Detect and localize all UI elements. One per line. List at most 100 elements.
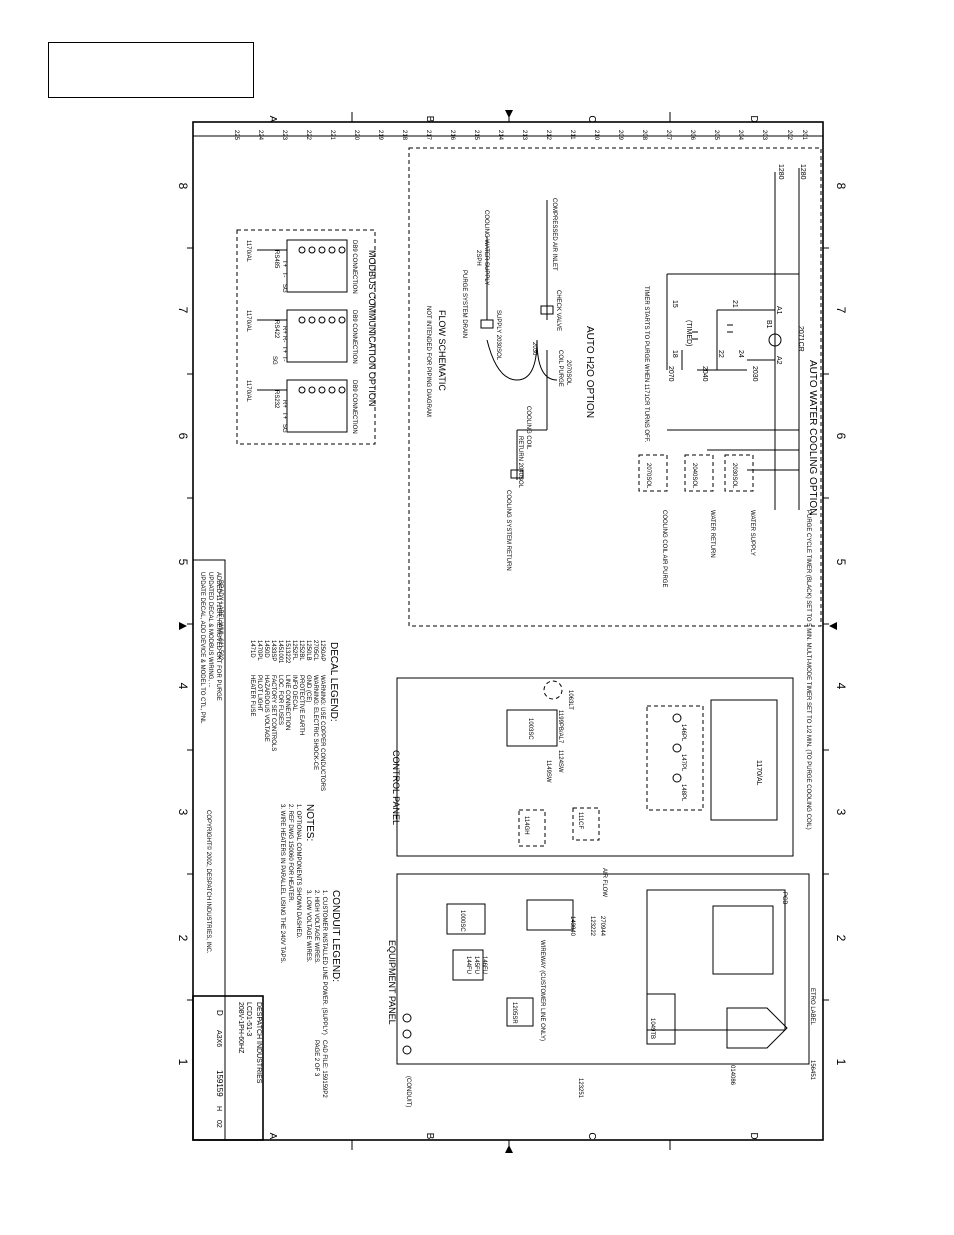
114gh-label: 114GH	[523, 816, 529, 835]
svg-text:1170/AL: 1170/AL	[245, 240, 251, 263]
svg-text:ADDED 1171CR, REMOVED CKT FOR: ADDED 1171CR, REMOVED CKT FOR PURGE	[215, 572, 221, 701]
center-arrow-top	[505, 110, 513, 118]
border-ticks	[187, 112, 829, 1150]
flow-note: NOT INTENDED FOR PIPING DIAGRAM	[425, 306, 431, 417]
center-arrow-right	[829, 622, 837, 630]
control-panel-parts: 1199PB/AL7 1124SW 1149SW	[545, 710, 563, 783]
title-block	[192, 995, 264, 1141]
svg-text:270944: 270944	[599, 916, 605, 937]
svg-text:SG: SG	[271, 356, 277, 365]
modbus-box	[236, 229, 376, 445]
svg-text:207: 207	[665, 130, 671, 141]
center-arrow-bottom	[505, 1145, 513, 1153]
svg-text:145FU: 145FU	[473, 956, 479, 974]
svg-text:222: 222	[305, 130, 311, 141]
svg-text:2SPH: 2SPH	[475, 250, 481, 266]
pcb-label: PCB	[781, 892, 787, 904]
air-flow-box	[572, 807, 600, 841]
svg-text:A: A	[267, 116, 278, 123]
svg-text:1: 1	[834, 1059, 848, 1066]
svg-text:1450D: 1450D	[263, 640, 269, 658]
svg-text:1513222: 1513222	[284, 640, 290, 664]
svg-text:3: 3	[834, 809, 848, 816]
svg-text:21: 21	[731, 300, 738, 308]
equipment-panel-outline	[396, 873, 810, 1065]
svg-text:A1: A1	[775, 306, 782, 315]
brady-label: BRADY LABEL WML-611-502	[217, 580, 223, 661]
terminal-block-label: 1049TB	[649, 1018, 655, 1039]
equipment-panel-label: EQUIPMENT PANEL	[387, 940, 397, 1025]
svg-text:1280: 1280	[777, 164, 784, 180]
svg-text:2070SOL: 2070SOL	[645, 463, 651, 489]
svg-text:7: 7	[176, 307, 190, 314]
svg-text:COOLING COIL AIR PURGE: COOLING COIL AIR PURGE	[661, 510, 667, 587]
svg-text:3. LOW VOLTAGE WIRES.: 3. LOW VOLTAGE WIRES.	[305, 890, 311, 963]
center-arrow-left	[179, 622, 187, 630]
svg-text:1252BL: 1252BL	[298, 640, 304, 661]
svg-text:5: 5	[834, 559, 848, 566]
svg-text:1. OPTIONAL COMPONENTS SHOWN D: 1. OPTIONAL COMPONENTS SHOWN DASHED.	[295, 804, 301, 939]
svg-text:2040SOL: 2040SOL	[691, 463, 697, 489]
svg-text:PURGE SYSTEM DRAIN: PURGE SYSTEM DRAIN	[461, 270, 467, 338]
svg-text:1252FL: 1252FL	[291, 640, 297, 661]
svg-text:LOC. FOR FUSES: LOC. FOR FUSES	[277, 675, 283, 725]
drawing-scale: A3X6	[215, 1030, 222, 1047]
wiring-diagram: .ln { stroke:#000; stroke-width:1; fill:…	[176, 110, 848, 1153]
svg-text:2070SOL: 2070SOL	[565, 360, 571, 386]
svg-text:WATER RETURN: WATER RETURN	[709, 510, 715, 558]
copyright: COPYRIGHT© 2002, DESPATCH INDUSTRIES, IN…	[205, 810, 212, 954]
svg-text:2. HIGH VOLTAGE WIRES.: 2. HIGH VOLTAGE WIRES.	[313, 890, 319, 964]
svg-text:1170/AL: 1170/AL	[245, 380, 251, 403]
svg-text:PURGE CYCLE TIMER (BLACK) SET: PURGE CYCLE TIMER (BLACK) SET TO 5 MIN. …	[805, 510, 811, 830]
terminal-block	[646, 993, 676, 1045]
svg-text:206: 206	[689, 130, 695, 141]
flow-title: FLOW SCHEMATIC	[437, 310, 447, 391]
114gh-box	[518, 809, 546, 847]
svg-text:123222: 123222	[589, 916, 595, 937]
svg-text:2030SOL: 2030SOL	[731, 463, 737, 489]
svg-text:(TIMED): (TIMED)	[685, 320, 692, 346]
svg-text:7: 7	[834, 307, 848, 314]
svg-text:24: 24	[737, 350, 744, 358]
svg-text:1280: 1280	[799, 164, 806, 180]
svg-text:1250LB: 1250LB	[305, 640, 311, 661]
cooling-ladder	[638, 168, 800, 510]
svg-text:B1: B1	[765, 320, 772, 329]
svg-text:2071CR: 2071CR	[797, 326, 804, 352]
svg-text:B: B	[424, 116, 435, 123]
air-flow-tag: 111CF	[577, 812, 583, 829]
zone-numbers-left: 8 7 6 5 4 3 2 1	[176, 183, 190, 1066]
svg-text:144FU: 144FU	[465, 956, 471, 974]
conduit-label: (CONDUIT)	[405, 1076, 411, 1107]
svg-text:1470PL: 1470PL	[256, 640, 262, 661]
svg-text:COOLING SYSTEM RETURN: COOLING SYSTEM RETURN	[505, 490, 511, 571]
svg-text:1471D: 1471D	[249, 640, 255, 658]
svg-text:147PL: 147PL	[680, 754, 686, 772]
1205sr-label: 1205SR	[511, 1002, 517, 1024]
page-number: PAGE 2 OF 3	[313, 1040, 319, 1077]
svg-text:R-: R-	[281, 336, 287, 342]
control-device-1003sc	[506, 709, 558, 747]
svg-text:225: 225	[233, 130, 239, 141]
company-name: DESPATCH INDUSTRIES	[255, 1002, 262, 1084]
drawing-size: D	[215, 1010, 224, 1016]
svg-text:2: 2	[176, 935, 190, 942]
svg-text:218: 218	[401, 130, 407, 141]
solenoid-labels: 2030SOL 2040SOL 2070SOL WATER SUPPLY WAT…	[645, 463, 755, 587]
svg-text:WARNING: USE COPPER CONDUCTORS: WARNING: USE COPPER CONDUCTORS	[319, 675, 325, 791]
svg-text:217: 217	[425, 130, 431, 141]
control-panel-label: CONTROL PANEL	[391, 750, 401, 825]
svg-text:18: 18	[671, 350, 678, 358]
svg-text:146PL: 146PL	[680, 724, 686, 742]
svg-text:LINE CONNECTION: LINE CONNECTION	[284, 675, 290, 730]
svg-text:4: 4	[176, 683, 190, 690]
svg-text:214: 214	[497, 130, 503, 141]
timer-note: TIMER STARTS TO PURGE WHEN 1171CR TURNS …	[643, 286, 649, 443]
svg-text:SG: SG	[281, 284, 287, 293]
svg-text:146FU: 146FU	[481, 956, 487, 974]
svg-text:210: 210	[593, 130, 599, 141]
pilot-light-group	[646, 705, 704, 811]
control-device-label: 1003SC	[527, 718, 533, 740]
part-123251: 123251	[577, 1078, 583, 1099]
svg-text:2: 2	[834, 935, 848, 942]
